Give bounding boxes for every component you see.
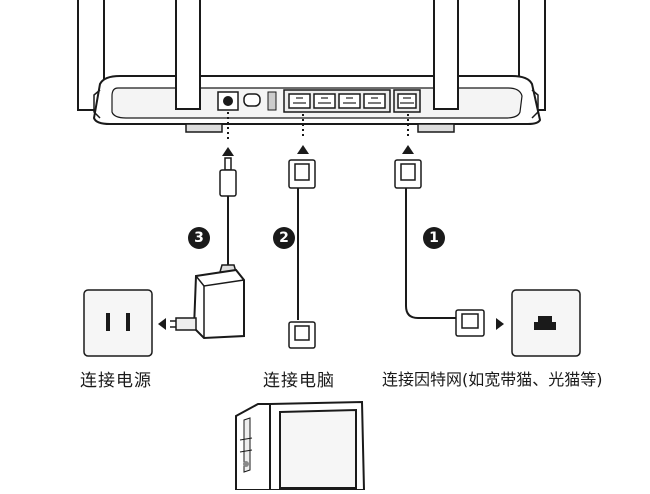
modem-arrow-icon	[496, 318, 504, 330]
antenna-left-inner-icon	[175, 0, 201, 110]
caption-connect-power: 连接电源	[80, 371, 152, 391]
computer-icon	[235, 400, 366, 491]
antenna-right-inner-icon	[433, 0, 459, 110]
step-1-number: 1	[429, 230, 439, 246]
dc-plug-icon	[219, 157, 237, 268]
step-2-number: 2	[279, 230, 289, 246]
power-socket-icon	[83, 289, 153, 357]
router-icon	[77, 0, 546, 133]
connection-arrow-icons	[222, 145, 414, 156]
step-3-number: 3	[194, 230, 204, 246]
modem-port-icon	[511, 289, 581, 357]
step-3-badge: 3	[188, 227, 210, 249]
caption-connect-internet: 连接因特网(如宽带猫、光猫等)	[382, 370, 603, 389]
antenna-left-outer-icon	[77, 0, 105, 111]
ethernet-plug-icon	[394, 159, 485, 337]
lan-ports-icon	[283, 89, 391, 113]
step-2-badge: 2	[273, 227, 295, 249]
socket-arrow-icon	[158, 318, 166, 330]
power-adapter-icon	[170, 264, 245, 340]
ethernet-plug-icon	[288, 159, 316, 349]
step-1-badge: 1	[423, 227, 445, 249]
caption-connect-computer: 连接电脑	[263, 371, 335, 391]
wan-port-icon	[393, 89, 421, 113]
